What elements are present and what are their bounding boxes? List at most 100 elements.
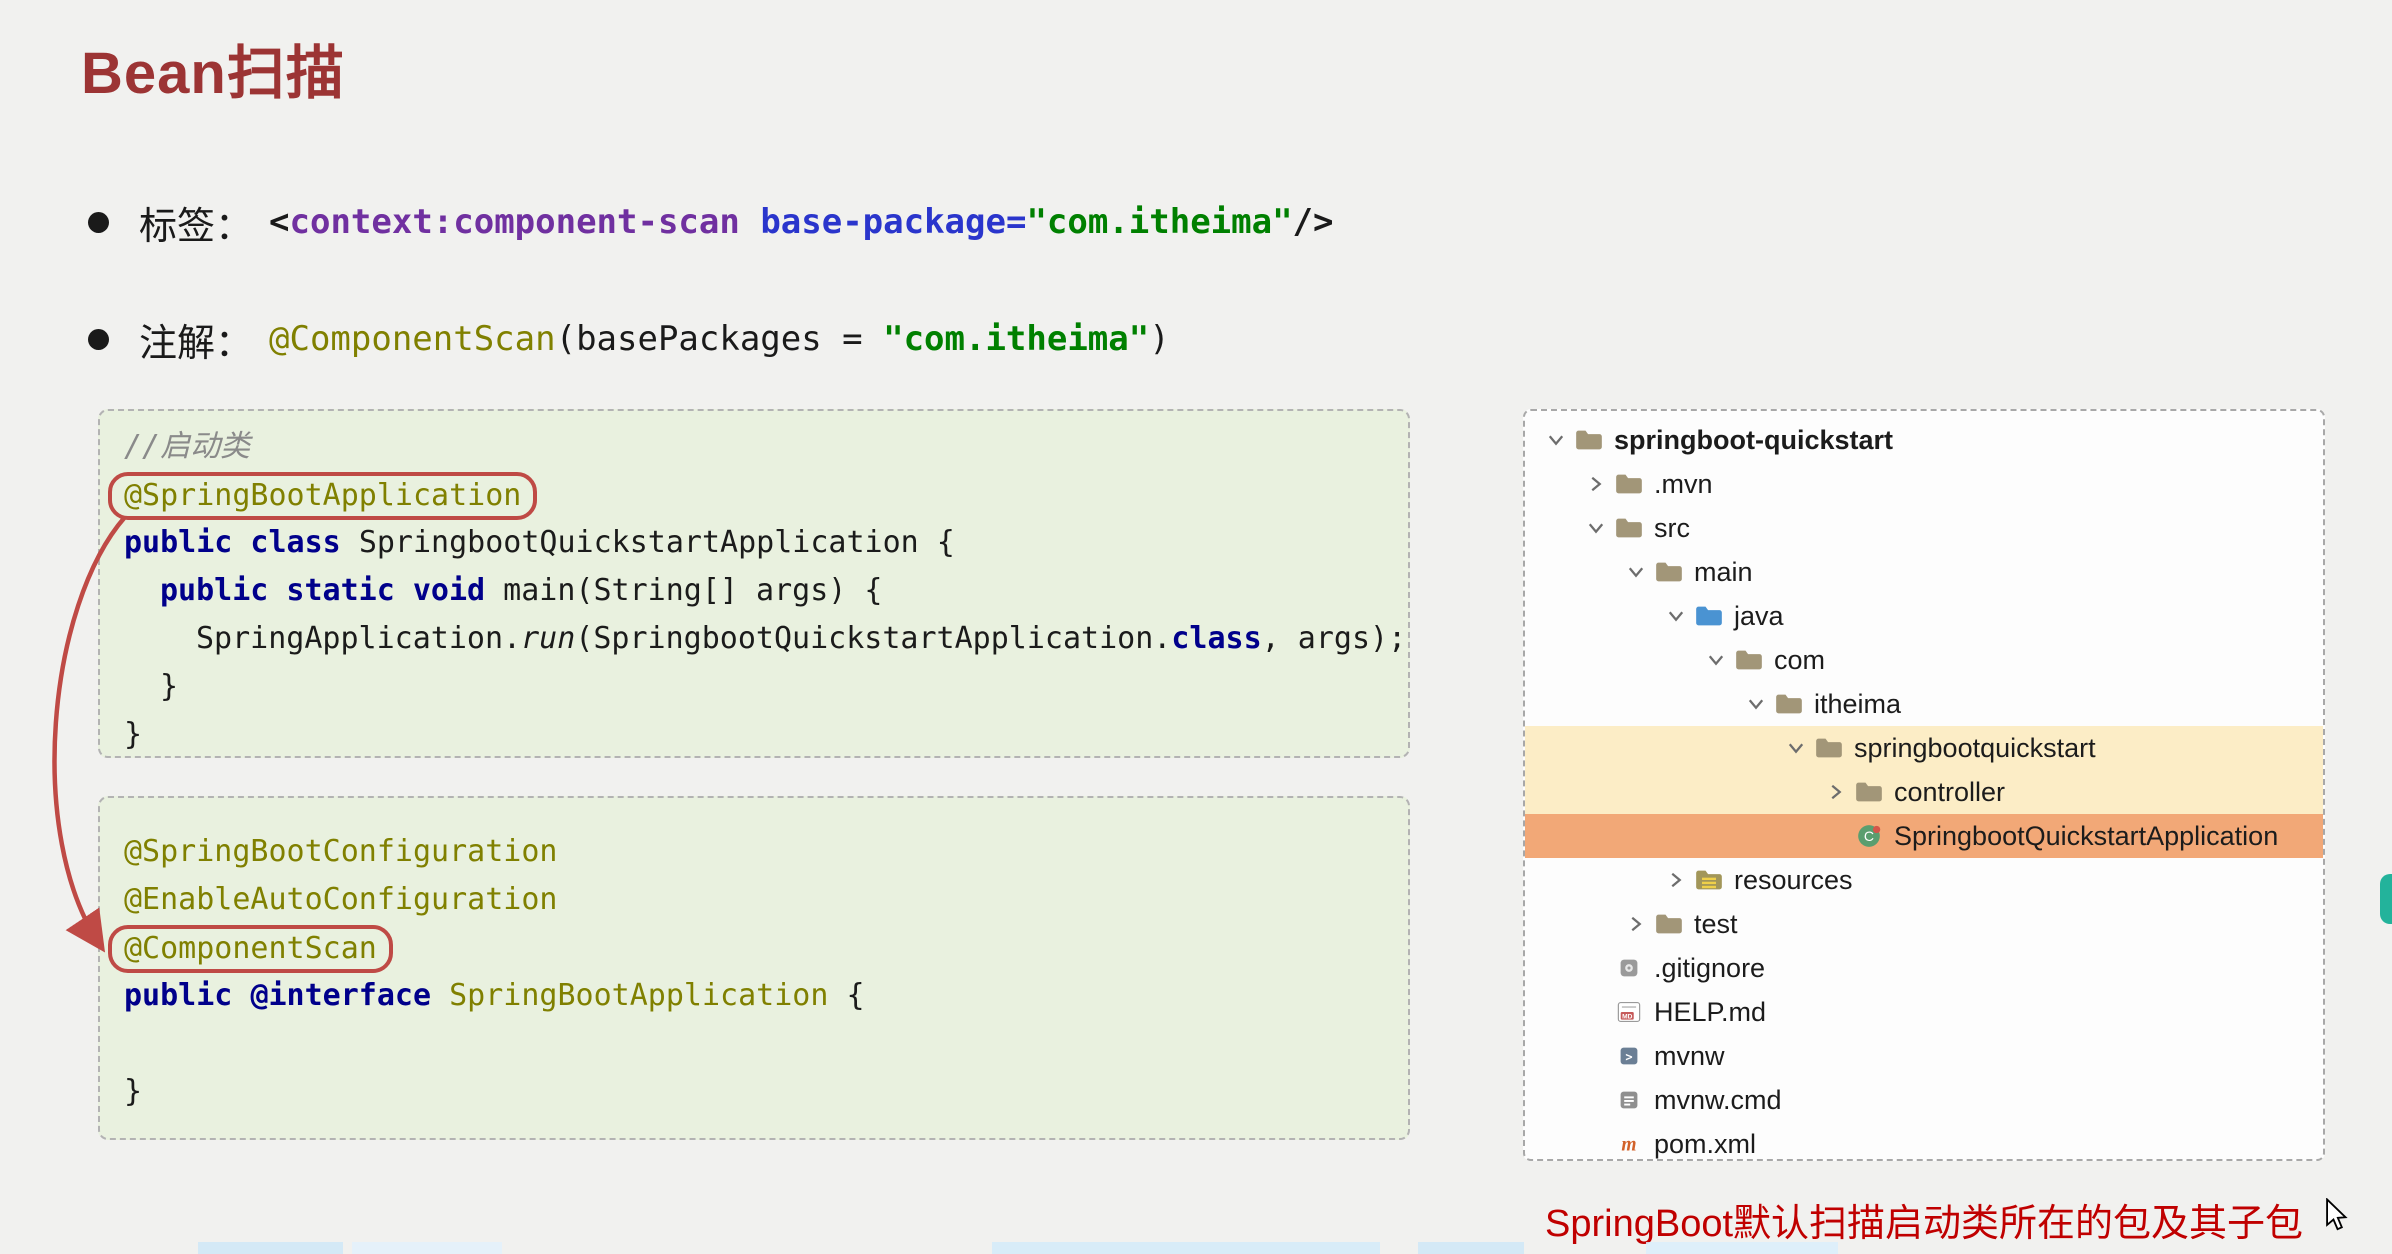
code-line: }	[160, 669, 179, 704]
keyword: public	[124, 978, 251, 1013]
tree-item-springboot-quickstart[interactable]: springboot-quickstart	[1525, 418, 2323, 462]
bullet-annotation-label: 注解：	[139, 322, 254, 365]
chevron-down-icon[interactable]	[1539, 427, 1573, 453]
tree-item-main[interactable]: main	[1525, 550, 2323, 594]
chevron-icon	[1579, 955, 1613, 981]
componentscan-annotation-ring: @ComponentScan	[108, 924, 393, 973]
chevron-down-icon[interactable]	[1739, 691, 1773, 717]
code-line: @SpringBootApplication	[108, 471, 1408, 520]
tree-item-label: resources	[1734, 864, 1853, 895]
folder-icon	[1733, 647, 1765, 673]
svg-text:MD: MD	[1622, 1013, 1633, 1020]
keyword: public static void	[160, 573, 504, 608]
tree-item-label: src	[1654, 512, 1690, 543]
bullet-tag-label: 标签：	[139, 205, 254, 248]
maven-file-icon: m	[1613, 1131, 1645, 1157]
tree-item-label: .mvn	[1654, 468, 1713, 499]
tree-item-springbootquickstartapplication[interactable]: C SpringbootQuickstartApplication	[1525, 814, 2323, 858]
tree-item-label: com	[1774, 644, 1826, 675]
tree-item-mvnw-cmd[interactable]: mvnw.cmd	[1525, 1078, 2323, 1122]
bullet-annotation-row: 注解： @ComponentScan(basePackages = "com.i…	[88, 311, 1170, 367]
tree-item-itheima[interactable]: itheima	[1525, 682, 2323, 726]
tree-item-help-md[interactable]: MD HELP.md	[1525, 990, 2323, 1034]
tree-item-springbootquickstart[interactable]: springbootquickstart	[1525, 726, 2323, 770]
page-title: Bean扫描	[81, 41, 345, 106]
scan-arrow	[52, 515, 127, 953]
annotation-open: (basePackages =	[555, 319, 884, 359]
md-file-icon: MD	[1613, 999, 1645, 1025]
tree-item-label: pom.xml	[1654, 1128, 1757, 1159]
tree-item-label: springboot-quickstart	[1614, 424, 1894, 455]
tree-item-label: itheima	[1814, 688, 1902, 719]
taskbar-peek	[198, 1242, 343, 1254]
tree-item-label: controller	[1894, 776, 2006, 807]
code-annotation-line: @EnableAutoConfiguration	[124, 882, 558, 917]
interface-name: SpringBootApplication	[449, 978, 829, 1013]
git-file-icon	[1613, 955, 1645, 981]
svg-text:m: m	[1621, 1135, 1636, 1156]
code-line: @ComponentScan	[108, 924, 1408, 973]
cmd-file-icon	[1613, 1087, 1645, 1113]
chevron-icon	[1819, 823, 1853, 849]
run-call-pre: SpringApplication.	[196, 621, 522, 656]
taskbar-peek	[352, 1242, 502, 1254]
chevron-right-icon[interactable]	[1819, 779, 1853, 805]
tree-caption: SpringBoot默认扫描启动类所在的包及其子包	[1545, 1203, 2304, 1245]
xml-snippet: <context:component-scan base-package="co…	[269, 202, 1333, 242]
chevron-right-icon[interactable]	[1579, 471, 1613, 497]
annotation-value: "com.itheima"	[883, 319, 1150, 359]
tree-item-java[interactable]: java	[1525, 594, 2323, 638]
code-comment: //启动类	[124, 429, 251, 464]
code-line: public static void main(String[] args) {	[124, 567, 1408, 615]
svg-text:C: C	[1864, 828, 1874, 844]
bullet-icon	[88, 328, 109, 350]
annotation-name: @ComponentScan	[269, 319, 556, 359]
code-line: public @interface SpringBootApplication …	[124, 972, 1408, 1020]
class-declaration: SpringbootQuickstartApplication {	[358, 525, 955, 560]
tree-item-pom-xml[interactable]: m pom.xml	[1525, 1122, 2323, 1159]
chevron-down-icon[interactable]	[1579, 515, 1613, 541]
code-annotation-line: @SpringBootConfiguration	[124, 834, 558, 869]
tree-item-label: java	[1734, 600, 1784, 631]
chevron-down-icon[interactable]	[1699, 647, 1733, 673]
tree-item--mvn[interactable]: .mvn	[1525, 462, 2323, 506]
tree-item-label: main	[1694, 556, 1753, 587]
folder-resources-icon	[1693, 867, 1725, 893]
tree-item-src[interactable]: src	[1525, 506, 2323, 550]
xml-close: />	[1292, 202, 1334, 242]
chevron-down-icon[interactable]	[1659, 603, 1693, 629]
tree-item-controller[interactable]: controller	[1525, 770, 2323, 814]
mouse-cursor-icon	[2326, 1198, 2348, 1231]
tree-item-label: springbootquickstart	[1854, 732, 2096, 763]
folder-icon	[1653, 911, 1685, 937]
tree-item-label: .gitignore	[1654, 952, 1766, 983]
chevron-right-icon[interactable]	[1659, 867, 1693, 893]
run-call-mid: (SpringbootQuickstartApplication.	[575, 621, 1172, 656]
code-line: }	[124, 1074, 143, 1109]
xml-tag-name: context:component-scan	[289, 202, 740, 242]
chevron-icon	[1579, 999, 1613, 1025]
tree-item-mvnw[interactable]: > mvnw	[1525, 1034, 2323, 1078]
tree-item-resources[interactable]: resources	[1525, 858, 2323, 902]
tree-item--gitignore[interactable]: .gitignore	[1525, 946, 2323, 990]
taskbar-peek	[1418, 1242, 1524, 1254]
main-declaration: main(String[] args) {	[503, 573, 883, 608]
folder-icon	[1813, 735, 1845, 761]
chevron-down-icon[interactable]	[1779, 735, 1813, 761]
folder-java-icon	[1693, 603, 1725, 629]
tree-item-test[interactable]: test	[1525, 902, 2323, 946]
xml-equals: =	[1005, 202, 1027, 242]
chevron-right-icon[interactable]	[1619, 911, 1653, 937]
tree-item-label: mvnw.cmd	[1654, 1084, 1782, 1115]
annotation-snippet: @ComponentScan(basePackages = "com.ithei…	[269, 319, 1170, 359]
keyword: public class	[124, 525, 359, 560]
tree-item-com[interactable]: com	[1525, 638, 2323, 682]
taskbar-peek	[992, 1242, 1380, 1254]
xml-attr-value: "com.itheima"	[1026, 202, 1293, 242]
open-brace: {	[828, 978, 865, 1013]
script-file-icon: >	[1613, 1043, 1645, 1069]
springbootapplication-annotation-ring: @SpringBootApplication	[108, 471, 538, 520]
project-tree: springboot-quickstart .mvn src main java…	[1525, 418, 2323, 1159]
chevron-down-icon[interactable]	[1619, 559, 1653, 585]
keyword: @interface	[250, 978, 450, 1013]
